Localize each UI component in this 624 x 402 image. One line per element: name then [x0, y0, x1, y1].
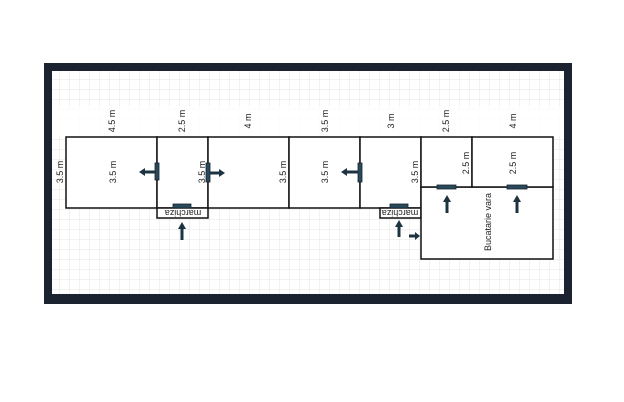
marchiza-label: marchiza	[165, 208, 202, 218]
dim-label: 2.5 m	[177, 110, 187, 133]
arrow-up-icon	[513, 195, 521, 213]
door-icon	[205, 162, 211, 183]
door-icon	[436, 184, 457, 190]
room-label: 2.5 m	[508, 152, 518, 175]
arrow-right-icon	[210, 169, 225, 177]
room-label: 3.5 m	[320, 161, 330, 184]
door-icon	[389, 203, 409, 209]
dim-label: 3 m	[386, 113, 396, 128]
room-label: 3.5 m	[410, 161, 420, 184]
room-label: 3.5 m	[108, 161, 118, 184]
room-labels: 3.5 m 3.5 m 3.5 m 3.5 m 3.5 m 2.5 m 2.5 …	[108, 152, 518, 251]
room-label: 3.5 m	[278, 161, 288, 184]
entry-arrows	[139, 168, 521, 240]
dim-label-left: 3.5 m	[55, 161, 65, 184]
room-label: 2.5 m	[461, 152, 471, 175]
arrow-up-icon	[395, 220, 403, 237]
arrow-left-icon	[139, 168, 156, 176]
dim-label: 4 m	[243, 113, 253, 128]
door-icon	[172, 203, 192, 209]
arrow-up-icon	[443, 195, 451, 213]
arrow-right-icon	[409, 232, 420, 240]
dim-label: 4.5 m	[107, 110, 117, 133]
summer-kitchen-label: Bucatarie vara	[483, 193, 493, 251]
dim-label: 3.5 m	[320, 110, 330, 133]
door-icon	[506, 184, 528, 190]
arrow-up-icon	[178, 222, 186, 240]
room-5	[359, 136, 422, 209]
marchiza-label: marchiza	[382, 208, 419, 218]
room-6	[420, 136, 473, 188]
arrow-left-icon	[341, 168, 358, 176]
top-dimensions: 4.5 m 2.5 m 4 m 3.5 m 3 m 2.5 m 4 m 3.5 …	[55, 110, 518, 184]
room-label: 3.5 m	[197, 161, 207, 184]
dim-label: 2.5 m	[441, 110, 451, 133]
dim-label: 4 m	[508, 113, 518, 128]
door-icon	[357, 162, 363, 183]
doors	[154, 162, 528, 209]
